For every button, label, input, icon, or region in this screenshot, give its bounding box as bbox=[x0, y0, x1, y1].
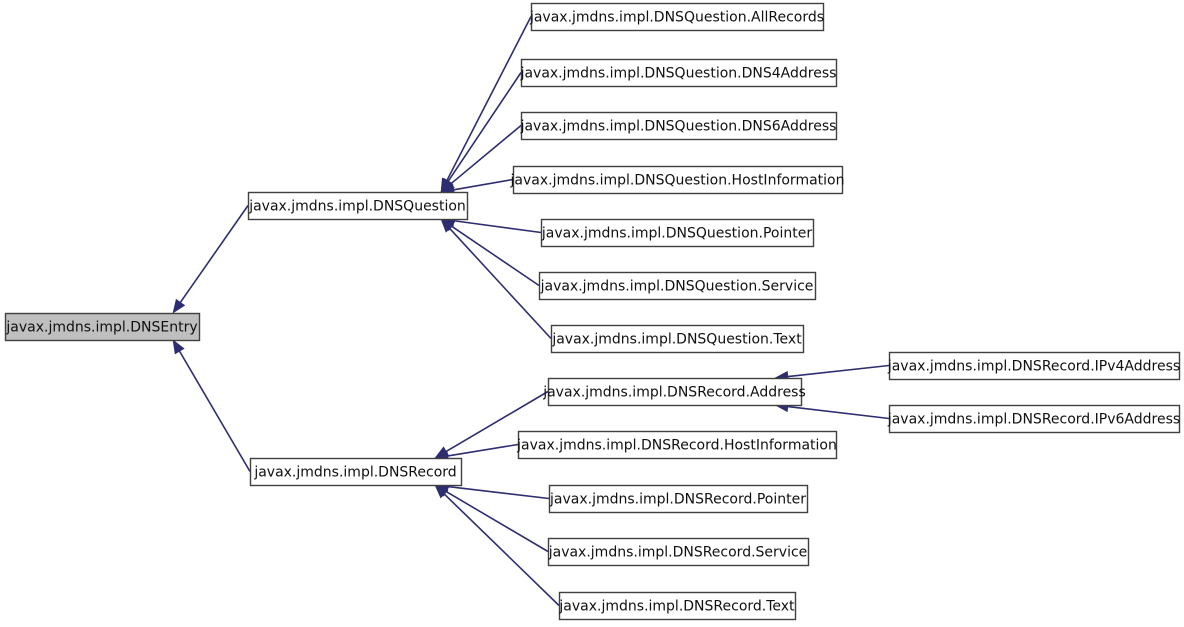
edge-line bbox=[449, 228, 552, 340]
edge-line bbox=[446, 16, 532, 181]
edge-line bbox=[179, 205, 249, 303]
edge-line bbox=[447, 72, 522, 182]
class-node-box[interactable] bbox=[520, 111, 838, 141]
edge-line bbox=[447, 443, 519, 457]
class-node-javax-jmdns-impl-dnsrecord-ipv4address[interactable]: javax.jmdns.impl.DNSRecord.IPv4Address bbox=[887, 351, 1181, 381]
edge-line bbox=[451, 225, 540, 287]
class-node-javax-jmdns-impl-dnsrecord[interactable]: javax.jmdns.impl.DNSRecord bbox=[249, 457, 463, 487]
class-node-box[interactable] bbox=[249, 457, 463, 487]
class-node-label: javax.jmdns.impl.DNSRecord.IPv6Address bbox=[887, 412, 1180, 428]
edge-service-dnsquestion bbox=[440, 218, 540, 287]
class-node-box[interactable] bbox=[558, 591, 797, 621]
class-node-label: javax.jmdns.impl.DNSRecord.IPv4Address bbox=[887, 359, 1180, 375]
class-node-label: javax.jmdns.impl.DNSQuestion.Service bbox=[540, 279, 814, 295]
class-node-javax-jmdns-impl-dnsquestion-text[interactable]: javax.jmdns.impl.DNSQuestion.Text bbox=[550, 324, 805, 354]
class-node-box[interactable] bbox=[538, 271, 817, 301]
edge-rservice-dnsrecord bbox=[434, 484, 549, 553]
class-node-label: javax.jmdns.impl.DNSRecord.Pointer bbox=[549, 492, 806, 508]
edge-line bbox=[447, 485, 550, 500]
class-node-label: javax.jmdns.impl.DNSQuestion.DNS6Address bbox=[520, 119, 837, 135]
edge-line bbox=[450, 124, 522, 185]
edge-dnsquestion-dnsentry bbox=[172, 205, 249, 314]
class-node-javax-jmdns-impl-dnsrecord-hostinformation[interactable]: javax.jmdns.impl.DNSRecord.HostInformati… bbox=[516, 430, 838, 460]
class-node-box[interactable] bbox=[520, 58, 838, 88]
class-node-javax-jmdns-impl-dnsquestion-dns6address[interactable]: javax.jmdns.impl.DNSQuestion.DNS6Address bbox=[520, 111, 838, 141]
class-node-box[interactable] bbox=[4, 312, 201, 342]
class-node-javax-jmdns-impl-dnsrecord-pointer[interactable]: javax.jmdns.impl.DNSRecord.Pointer bbox=[548, 484, 809, 514]
class-node-box[interactable] bbox=[888, 351, 1181, 381]
class-node-box[interactable] bbox=[540, 218, 815, 248]
class-node-javax-jmdns-impl-dnsrecord-ipv6address[interactable]: javax.jmdns.impl.DNSRecord.IPv6Address bbox=[887, 404, 1181, 434]
class-node-box[interactable] bbox=[888, 404, 1181, 434]
edge-line bbox=[787, 364, 890, 378]
class-node-javax-jmdns-impl-dnsrecord-address[interactable]: javax.jmdns.impl.DNSRecord.Address bbox=[542, 377, 806, 407]
class-node-label: javax.jmdns.impl.DNSRecord bbox=[253, 465, 456, 481]
edge-line bbox=[453, 178, 514, 191]
edge-rtext-dnsrecord bbox=[434, 484, 560, 607]
class-node-javax-jmdns-impl-dnsquestion-service[interactable]: javax.jmdns.impl.DNSQuestion.Service bbox=[538, 271, 817, 301]
edge-dns6address-dnsquestion bbox=[440, 124, 522, 193]
class-node-javax-jmdns-impl-dnsquestion-allrecords[interactable]: javax.jmdns.impl.DNSQuestion.AllRecords bbox=[529, 2, 825, 32]
edge-allrecords-dnsquestion bbox=[440, 16, 532, 193]
edge-text-dnsquestion bbox=[440, 218, 552, 340]
edge-line bbox=[178, 350, 251, 472]
class-node-label: javax.jmdns.impl.DNSQuestion bbox=[248, 199, 466, 215]
class-node-box[interactable] bbox=[547, 377, 803, 407]
class-node-label: javax.jmdns.impl.DNSRecord.Text bbox=[558, 599, 795, 615]
edge-line bbox=[445, 490, 549, 553]
class-node-label: javax.jmdns.impl.DNSRecord.Service bbox=[548, 545, 808, 561]
edge-line bbox=[443, 493, 560, 607]
edge-line bbox=[445, 390, 549, 453]
class-node-label: javax.jmdns.impl.DNSRecord.Address bbox=[542, 385, 806, 401]
class-node-box[interactable] bbox=[548, 484, 809, 514]
class-node-label: javax.jmdns.impl.DNSQuestion.Text bbox=[551, 332, 802, 348]
class-node-box[interactable] bbox=[550, 324, 805, 354]
nodes-layer: javax.jmdns.impl.DNSEntry javax.jmdns.imp… bbox=[4, 2, 1181, 621]
class-node-javax-jmdns-impl-dnsrecord-text[interactable]: javax.jmdns.impl.DNSRecord.Text bbox=[558, 591, 797, 621]
arrowhead-icon bbox=[434, 484, 449, 499]
edge-dnsrecord-dnsentry bbox=[172, 339, 251, 472]
class-node-label: javax.jmdns.impl.DNSRecord.HostInformati… bbox=[516, 438, 837, 454]
class-node-javax-jmdns-impl-dnsquestion-pointer[interactable]: javax.jmdns.impl.DNSQuestion.Pointer bbox=[540, 218, 815, 248]
class-node-javax-jmdns-impl-dnsquestion-dns4address[interactable]: javax.jmdns.impl.DNSQuestion.DNS4Address bbox=[520, 58, 838, 88]
class-node-javax-jmdns-impl-dnsentry[interactable]: javax.jmdns.impl.DNSEntry bbox=[4, 312, 201, 342]
class-node-box[interactable] bbox=[517, 430, 838, 460]
class-node-box[interactable] bbox=[512, 165, 844, 195]
arrowhead-icon bbox=[172, 339, 185, 355]
class-node-label: javax.jmdns.impl.DNSQuestion.DNS4Address bbox=[520, 66, 837, 82]
arrowhead-icon bbox=[172, 298, 186, 314]
class-node-label: javax.jmdns.impl.DNSEntry bbox=[5, 320, 197, 336]
class-node-label: javax.jmdns.impl.DNSQuestion.HostInforma… bbox=[510, 173, 845, 189]
edges-layer bbox=[172, 16, 890, 607]
edge-line bbox=[787, 405, 890, 420]
class-node-javax-jmdns-impl-dnsquestion-hostinformation[interactable]: javax.jmdns.impl.DNSQuestion.HostInforma… bbox=[510, 165, 845, 195]
class-node-box[interactable] bbox=[547, 537, 810, 567]
class-node-box[interactable] bbox=[247, 191, 469, 221]
class-node-box[interactable] bbox=[530, 2, 825, 32]
arrowhead-icon bbox=[440, 218, 455, 233]
class-node-label: javax.jmdns.impl.DNSQuestion.Pointer bbox=[541, 226, 812, 242]
edge-dns4address-dnsquestion bbox=[440, 72, 522, 193]
class-node-label: javax.jmdns.impl.DNSQuestion.AllRecords bbox=[529, 10, 824, 26]
class-node-javax-jmdns-impl-dnsquestion[interactable]: javax.jmdns.impl.DNSQuestion bbox=[247, 191, 469, 221]
class-node-javax-jmdns-impl-dnsrecord-service[interactable]: javax.jmdns.impl.DNSRecord.Service bbox=[547, 537, 810, 567]
edge-line bbox=[453, 219, 542, 234]
